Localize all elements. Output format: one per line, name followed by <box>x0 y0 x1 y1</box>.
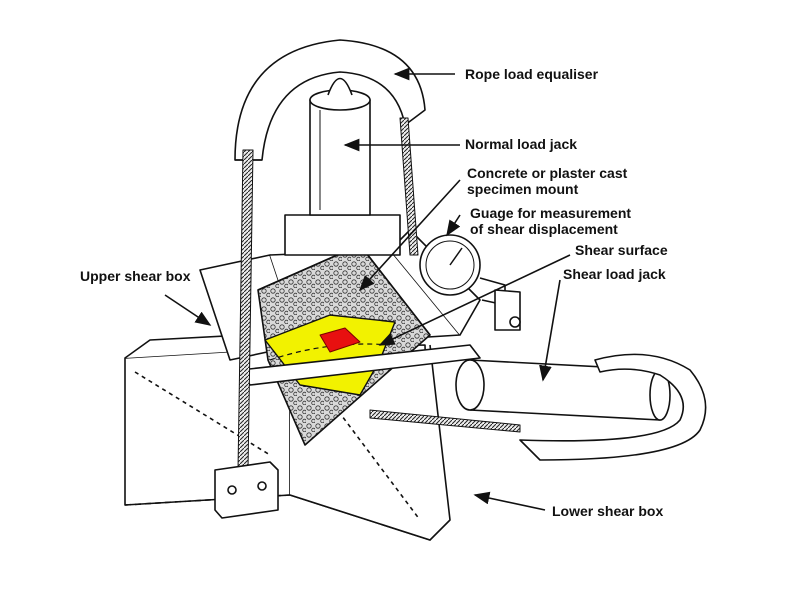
leader-lower-shear-box <box>473 491 546 511</box>
label-gauge-line1: Guage for measurement <box>470 205 632 221</box>
rope <box>237 117 521 471</box>
leader-gauge <box>446 214 461 237</box>
label-upper-shear-box: Upper shear box <box>80 268 191 284</box>
label-shear-load-jack: Shear load jack <box>563 266 666 282</box>
rope-clamp <box>214 461 279 519</box>
label-normal-load-jack: Normal load jack <box>465 136 578 152</box>
label-specimen-mount-line1: Concrete or plaster cast <box>467 165 628 181</box>
label-specimen-mount-line2: specimen mount <box>467 181 579 197</box>
leader-specimen-mount <box>358 179 461 292</box>
label-shear-surface: Shear surface <box>575 242 668 258</box>
label-lower-shear-box: Lower shear box <box>552 503 664 519</box>
label-gauge-line2: of shear displacement <box>470 221 618 237</box>
leader-upper-shear-box <box>164 294 212 326</box>
normal-load-jack <box>284 77 401 256</box>
leader-shear-surface <box>378 254 571 346</box>
shear-load-jack <box>455 353 707 461</box>
displacement-gauge <box>419 234 521 331</box>
label-rope-load-equaliser: Rope load equaliser <box>465 66 599 82</box>
leader-shear-load-jack <box>539 279 561 382</box>
